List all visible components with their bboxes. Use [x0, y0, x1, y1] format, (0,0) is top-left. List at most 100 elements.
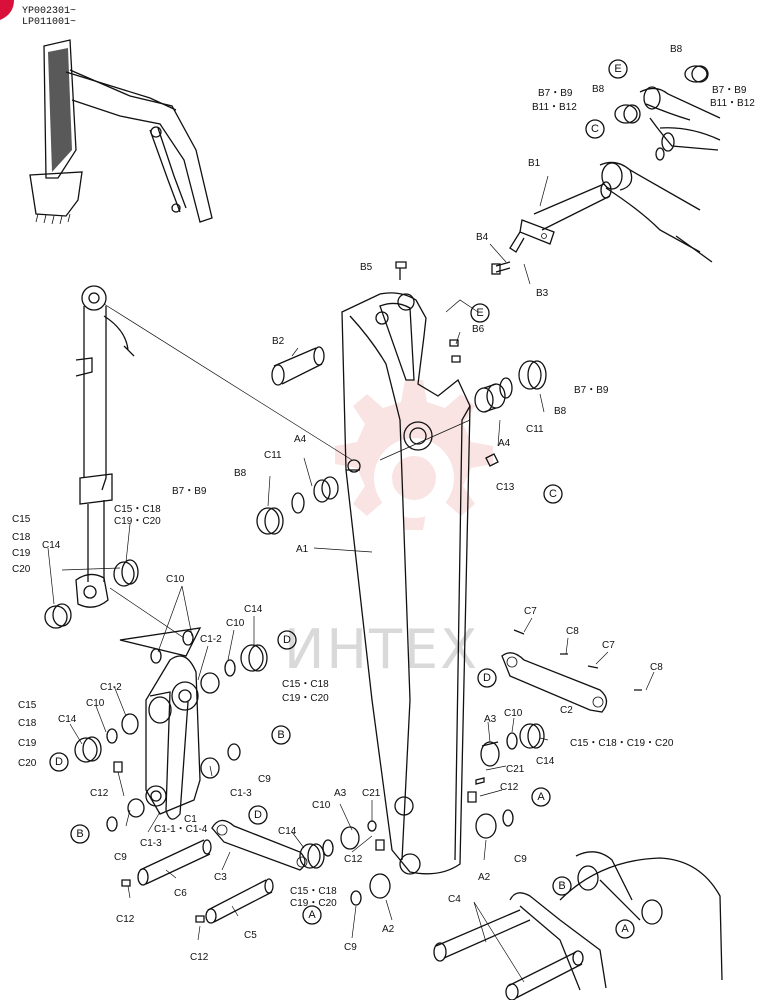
- svg-text:C10: C10: [504, 708, 523, 719]
- svg-text:C10: C10: [166, 574, 185, 585]
- svg-text:C12: C12: [116, 914, 135, 925]
- svg-text:B2: B2: [272, 336, 285, 347]
- svg-text:B8: B8: [554, 406, 567, 417]
- svg-text:A: A: [621, 923, 629, 935]
- svg-text:C8: C8: [650, 662, 663, 673]
- svg-text:C12: C12: [344, 854, 363, 865]
- svg-text:A1: A1: [296, 544, 309, 555]
- svg-text:C14: C14: [536, 756, 555, 767]
- svg-text:C1: C1: [184, 814, 197, 825]
- svg-text:A3: A3: [334, 788, 347, 799]
- arm-a1: [341, 292, 471, 875]
- bucket-assembly: [433, 851, 723, 1000]
- svg-text:C5: C5: [244, 930, 257, 941]
- svg-text:C14: C14: [42, 540, 61, 551]
- link-c2: [501, 629, 642, 713]
- callout-left-b: B: [70, 824, 90, 844]
- svg-text:C15・C18: C15・C18: [114, 504, 161, 515]
- svg-text:C19: C19: [12, 548, 31, 559]
- svg-text:D: D: [55, 756, 63, 768]
- svg-text:C9: C9: [114, 852, 127, 863]
- svg-text:C: C: [549, 488, 557, 500]
- svg-text:C7: C7: [524, 606, 537, 617]
- svg-text:C1-2: C1-2: [200, 634, 222, 645]
- callout-mid-c: C: [543, 484, 563, 504]
- link-bushings: [74, 644, 268, 832]
- watermark-text: ИНТЕХ: [284, 618, 479, 681]
- svg-text:C11: C11: [526, 424, 544, 435]
- svg-text:C1-1・C1-4: C1-1・C1-4: [154, 824, 208, 835]
- part-labels: B8 B7・B9 B11・B12 B8 B7・B9 B11・B12 B1 B4 …: [12, 44, 755, 963]
- svg-text:C20: C20: [18, 758, 37, 769]
- svg-text:C14: C14: [58, 714, 77, 725]
- excavator-front-thumbnail: [29, 39, 213, 225]
- svg-text:B8: B8: [234, 468, 247, 479]
- svg-text:C15: C15: [18, 700, 37, 711]
- corner-mark-icon: [0, 0, 14, 20]
- svg-text:E: E: [476, 307, 483, 319]
- cylinder-bushings: [44, 559, 139, 629]
- svg-text:C14: C14: [244, 604, 263, 615]
- svg-text:C10: C10: [86, 698, 105, 709]
- svg-text:C10: C10: [312, 800, 331, 811]
- callout-link-d: D: [248, 805, 268, 825]
- svg-text:B7・B9: B7・B9: [712, 85, 747, 96]
- bucket-cylinder: [75, 285, 135, 608]
- svg-text:C9: C9: [514, 854, 527, 865]
- svg-text:C19・C20: C19・C20: [114, 516, 161, 527]
- svg-text:C18: C18: [12, 532, 31, 543]
- svg-text:B7・B9: B7・B9: [538, 88, 573, 99]
- svg-text:B6: B6: [472, 324, 485, 335]
- svg-text:C20: C20: [12, 564, 31, 575]
- svg-text:D: D: [283, 634, 291, 646]
- svg-text:B8: B8: [670, 44, 683, 55]
- svg-text:C14: C14: [278, 826, 297, 837]
- pins-c6-c5: [121, 839, 274, 924]
- svg-text:A: A: [308, 909, 316, 921]
- boom-foot-bracket: [599, 86, 721, 263]
- svg-text:C18: C18: [18, 718, 37, 729]
- svg-text:C2: C2: [560, 705, 573, 716]
- svg-text:B3: B3: [536, 288, 549, 299]
- svg-text:C1-3: C1-3: [140, 838, 162, 849]
- svg-text:C21: C21: [362, 788, 381, 799]
- svg-text:C1-3: C1-3: [230, 788, 252, 799]
- svg-text:D: D: [483, 672, 491, 684]
- svg-text:C7: C7: [602, 640, 615, 651]
- svg-text:C15・C18: C15・C18: [290, 886, 337, 897]
- svg-text:C4: C4: [448, 894, 461, 905]
- bolt-b5-icon: [395, 261, 407, 280]
- svg-text:B: B: [277, 729, 284, 741]
- pin-b2: [271, 346, 325, 386]
- top-bushings: [614, 65, 709, 161]
- callout-bottom-a: A: [302, 905, 322, 925]
- svg-text:B11・B12: B11・B12: [532, 102, 577, 113]
- svg-text:C15・C18: C15・C18: [282, 679, 329, 690]
- svg-text:C3: C3: [214, 872, 227, 883]
- svg-text:C10: C10: [226, 618, 245, 629]
- svg-text:B: B: [558, 880, 565, 892]
- svg-text:C12: C12: [500, 782, 519, 793]
- svg-text:A: A: [537, 791, 545, 803]
- callout-right-d2: D: [477, 668, 497, 688]
- svg-text:B: B: [76, 828, 83, 840]
- svg-text:B4: B4: [476, 232, 489, 243]
- right-bushings: [467, 723, 545, 839]
- serial-range-2: LP011001~: [22, 17, 76, 28]
- svg-text:A2: A2: [478, 872, 491, 883]
- svg-text:C15: C15: [12, 514, 31, 525]
- svg-text:C15・C18・C19・C20: C15・C18・C19・C20: [570, 738, 674, 749]
- svg-text:A2: A2: [382, 924, 395, 935]
- svg-text:C12: C12: [190, 952, 209, 963]
- svg-text:D: D: [254, 809, 262, 821]
- bucket-link-c1: [119, 627, 202, 820]
- callout-right-d: D: [277, 630, 297, 650]
- svg-text:C: C: [591, 123, 599, 135]
- nuts-b6-icon: [449, 339, 461, 363]
- svg-text:C1-2: C1-2: [100, 682, 122, 693]
- callout-right-a: A: [531, 787, 551, 807]
- svg-text:E: E: [614, 63, 621, 75]
- svg-text:B5: B5: [360, 262, 373, 273]
- svg-text:C13: C13: [496, 482, 515, 493]
